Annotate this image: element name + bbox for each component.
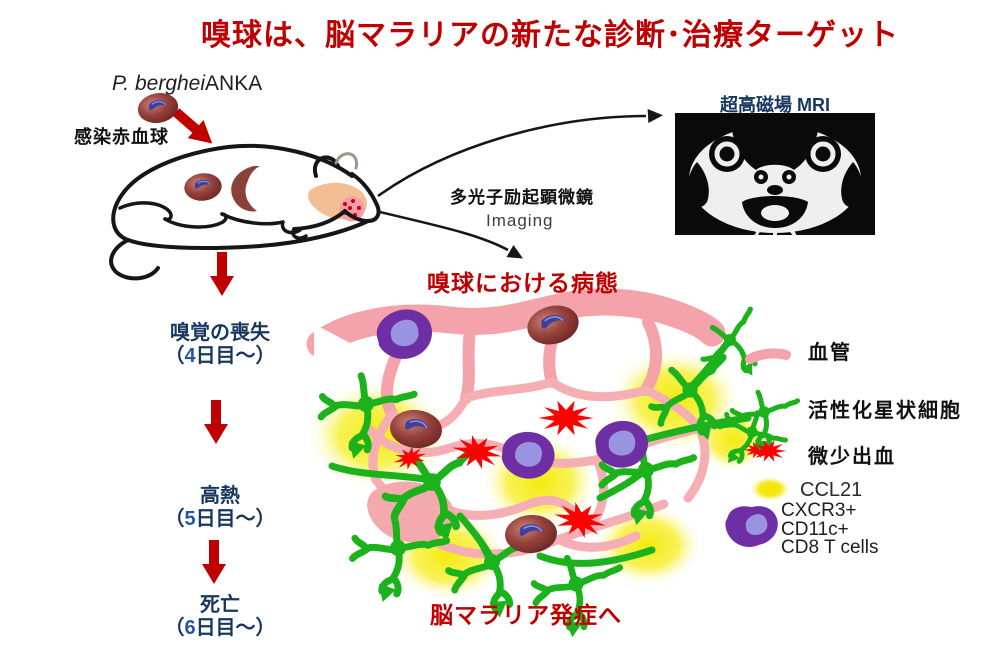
mouse-spleen-crescent <box>231 166 260 212</box>
timeline-item-death: 死亡 （6日目～） <box>145 594 295 640</box>
outcome-label: 脳マラリア発症へ <box>430 602 622 628</box>
legend-ccl21-swatch <box>751 477 789 501</box>
timeline-arrow-2 <box>204 400 228 444</box>
timeline-symptom: 死亡 <box>200 594 240 616</box>
timeline-day: （6日目～） <box>164 617 276 639</box>
day-number: 4 <box>184 345 196 367</box>
pathogen-species: P. berghei <box>112 72 206 95</box>
mouse-infected-rbc <box>182 170 224 204</box>
timeline-arrow-1 <box>210 252 234 296</box>
pathology-heading: 嗅球における病態 <box>427 270 619 296</box>
legend-swatches <box>727 348 798 551</box>
legend-label-vessel: 血管 <box>808 342 852 364</box>
timeline-arrow-3 <box>202 540 226 584</box>
arrow-to-mri <box>377 109 663 198</box>
timeline-item-fever: 高熱 （5日目～） <box>145 485 295 531</box>
page-title: 嗅球は、脳マラリアの新たな診断･治療ターゲット <box>201 19 899 52</box>
mri-label: 超高磁場 MRI <box>720 95 830 115</box>
imaging-label: Imaging <box>486 211 554 230</box>
timeline-day: （5日目～） <box>164 508 276 530</box>
infection-arrow <box>172 108 213 144</box>
day-number: 5 <box>184 508 196 530</box>
mouse-illustration <box>109 143 381 281</box>
mri-image <box>675 113 875 237</box>
legend-label-astrocyte: 活性化星状細胞 <box>808 400 962 422</box>
olfactory-bulb-illustration <box>306 288 787 641</box>
legend-label-tcell: CXCR3+ CD11c+ CD8 T cells <box>781 500 879 558</box>
timeline-item-anosmia: 嗅覚の喪失 （4日目～） <box>145 322 295 368</box>
timeline-symptom: 高熱 <box>200 485 240 507</box>
arrow-to-imaging <box>379 210 523 259</box>
infected-rbc-label: 感染赤血球 <box>74 127 169 147</box>
timeline-symptom: 嗅覚の喪失 <box>170 322 270 344</box>
legend-vessel-swatch <box>745 348 791 364</box>
legend-label-ccl21: CCL21 <box>800 479 863 501</box>
timeline-day: （4日目～） <box>164 345 276 367</box>
microscope-label: 多光子励起顕微鏡 <box>450 188 594 207</box>
mouse-outline <box>109 143 381 281</box>
legend-label-hemorrhage: 微少出血 <box>808 446 896 468</box>
pathogen-strain: ANKA <box>205 72 263 95</box>
day-number: 6 <box>184 617 196 639</box>
pathogen-label: P. bergheiANKA <box>112 72 262 96</box>
